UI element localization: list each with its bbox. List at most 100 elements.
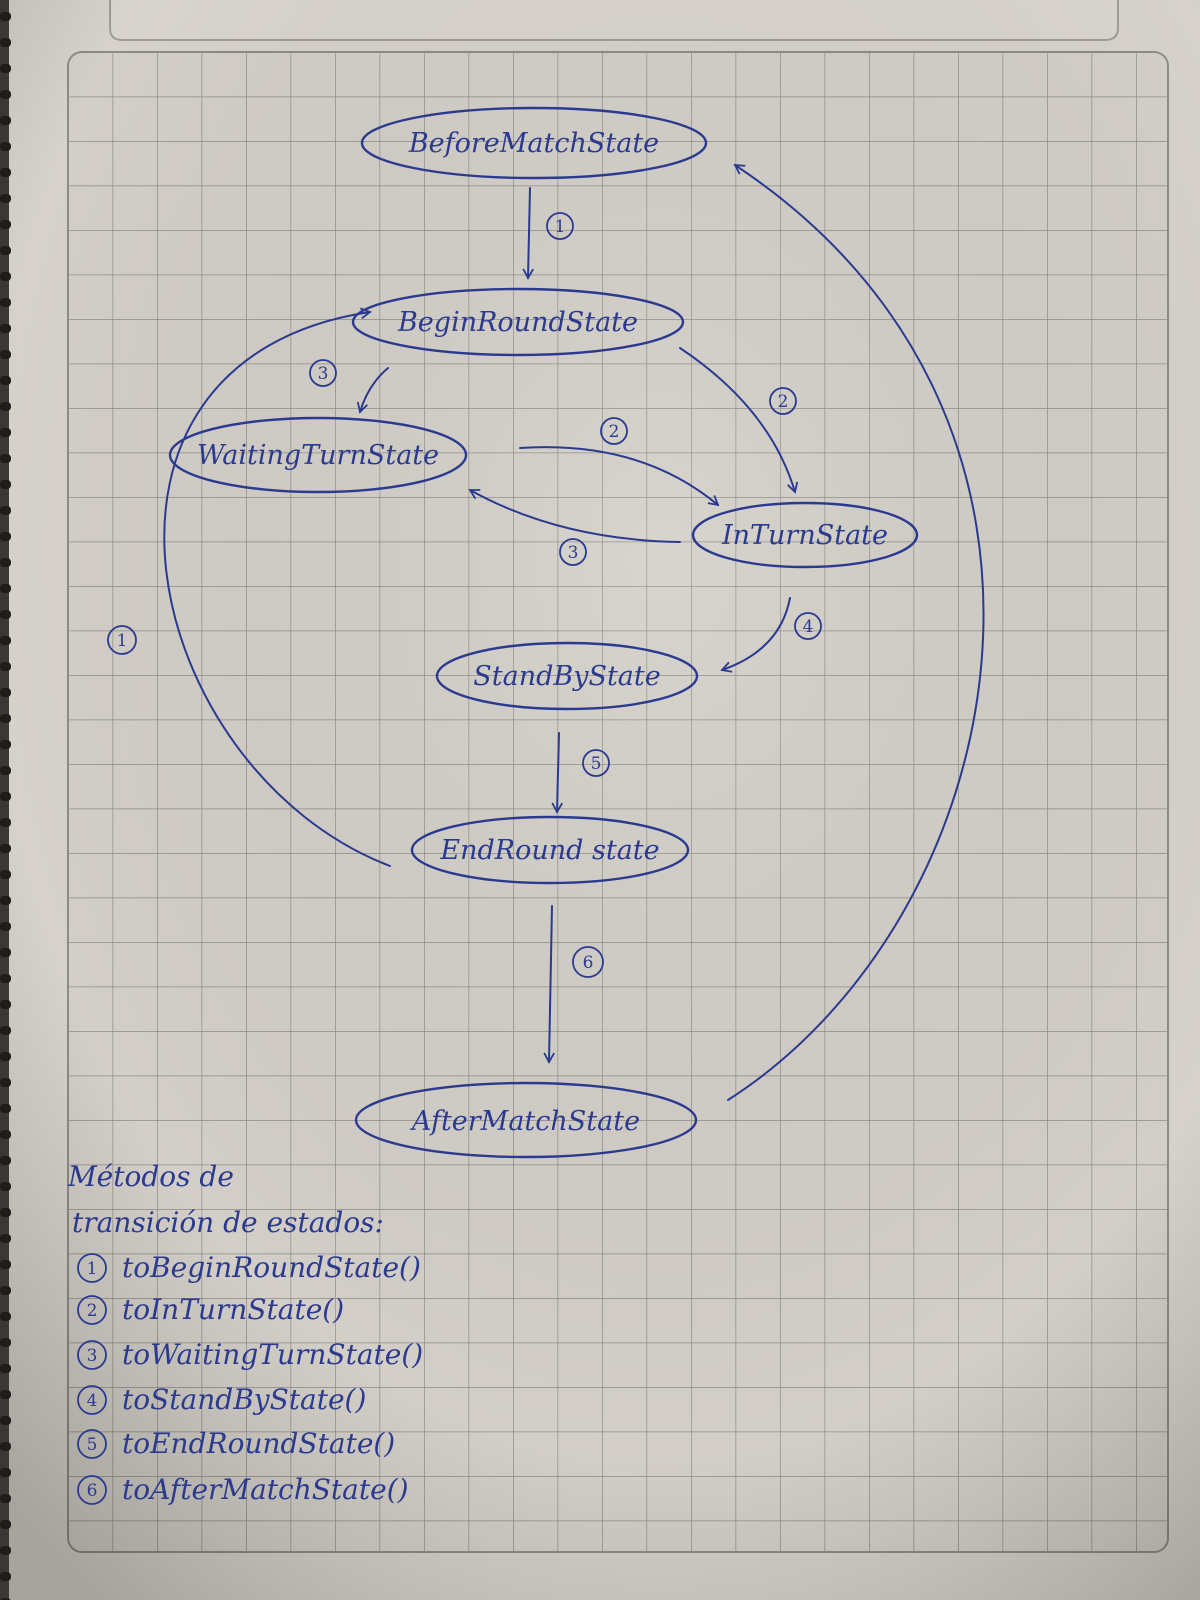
spiral-ring [0,298,11,307]
state-before-match: BeforeMatchState [360,106,708,180]
transition-number-before-to-begin: 1 [546,212,574,240]
spiral-ring [0,376,11,385]
legend-item-number: 5 [87,1435,98,1455]
spiral-ring [0,532,11,541]
spiral-ring [0,1208,11,1217]
arrow-endround-to-after [543,905,555,1064]
spiral-ring [0,818,11,827]
spiral-binding [0,0,11,1600]
spiral-ring [0,1494,11,1503]
spiral-ring [0,740,11,749]
arrow-waiting-to-inturn [519,446,720,507]
state-end-round: EndRound state [410,815,690,885]
legend: Métodos de transición de estados: 1 toBe… [67,1160,423,1506]
state-label: StandByState [473,661,660,692]
arrow-endround-to-begin [163,307,391,867]
state-stand-by: StandByState [435,641,699,711]
legend-title-line1: Métodos de [67,1160,234,1193]
spiral-ring [0,1338,11,1347]
legend-item-number: 1 [87,1259,98,1279]
legend-item-text: toStandByState() [122,1383,366,1416]
spiral-ring [0,610,11,619]
svg-text:6: 6 [583,953,594,973]
svg-text:3: 3 [568,543,579,563]
spiral-ring [0,350,11,359]
spiral-ring [0,246,11,255]
spiral-ring [0,1182,11,1191]
spiral-ring [0,662,11,671]
state-label: BeginRoundState [397,307,638,338]
spiral-ring [0,12,11,21]
legend-item-number: 4 [87,1391,98,1411]
spiral-ring [0,1104,11,1113]
svg-text:5: 5 [591,754,602,774]
transition-number-inturn-to-standby: 4 [794,612,822,640]
spiral-ring [0,896,11,905]
spiral-ring [0,1468,11,1477]
transition-number-inturn-to-waiting: 3 [559,538,587,566]
spiral-ring [0,1442,11,1451]
spiral-ring [0,194,11,203]
svg-text:1: 1 [117,631,128,651]
transition-number-endround-to-after: 6 [572,946,604,978]
spiral-ring [0,792,11,801]
spiral-ring [0,636,11,645]
spiral-ring [0,1000,11,1009]
spiral-ring [0,220,11,229]
legend-item: 1 toBeginRoundState() [77,1251,421,1284]
svg-text:2: 2 [778,392,789,412]
legend-item: 5 toEndRoundState() [77,1427,395,1460]
spiral-ring [0,714,11,723]
spiral-ring [0,1130,11,1139]
transition-number-endround-to-begin: 1 [107,625,137,655]
state-label: WaitingTurnState [197,440,439,471]
legend-item-number: 2 [87,1301,98,1321]
spiral-ring [0,272,11,281]
arrow-begin-to-waiting [356,367,389,414]
spiral-ring [0,64,11,73]
arrow-before-to-begin [522,187,534,280]
spiral-ring [0,1312,11,1321]
spiral-ring [0,168,11,177]
spiral-ring [0,142,11,151]
legend-item: 6 toAfterMatchState() [77,1473,409,1506]
state-begin-round: BeginRoundState [351,287,685,357]
arrow-inturn-to-standby [720,597,791,673]
legend-item-text: toWaitingTurnState() [122,1338,423,1371]
spiral-ring [0,688,11,697]
spiral-ring [0,1390,11,1399]
spiral-ring [0,1364,11,1373]
spiral-ring [0,584,11,593]
legend-item-text: toInTurnState() [122,1293,344,1326]
state-label: BeforeMatchState [408,128,659,159]
legend-item-number: 6 [87,1481,98,1501]
spiral-ring [0,1156,11,1165]
legend-item-text: toEndRoundState() [122,1427,395,1460]
arrow-after-to-before [727,163,985,1101]
spiral-ring [0,402,11,411]
spiral-ring [0,90,11,99]
legend-item-number: 3 [87,1346,98,1366]
legend-title-line2: transición de estados: [72,1206,384,1239]
spiral-ring [0,1260,11,1269]
transition-number-waiting-to-inturn: 2 [600,417,628,445]
spiral-ring [0,766,11,775]
spiral-ring [0,870,11,879]
state-waiting-turn: WaitingTurnState [168,416,468,494]
legend-item: 3 toWaitingTurnState() [77,1338,423,1371]
transition-number-begin-to-inturn: 2 [769,387,797,415]
spiral-ring [0,1052,11,1061]
spiral-ring [0,948,11,957]
legend-item: 4 toStandByState() [77,1383,366,1416]
arrow-begin-to-inturn [679,347,799,494]
spiral-ring [0,1546,11,1555]
state-in-turn: InTurnState [691,501,919,569]
spiral-ring [0,1026,11,1035]
spiral-ring [0,1078,11,1087]
state-label: InTurnState [721,520,888,551]
transition-number-begin-to-waiting: 3 [309,359,337,387]
transition-number-standby-to-endround: 5 [582,749,610,777]
spiral-ring [0,1286,11,1295]
